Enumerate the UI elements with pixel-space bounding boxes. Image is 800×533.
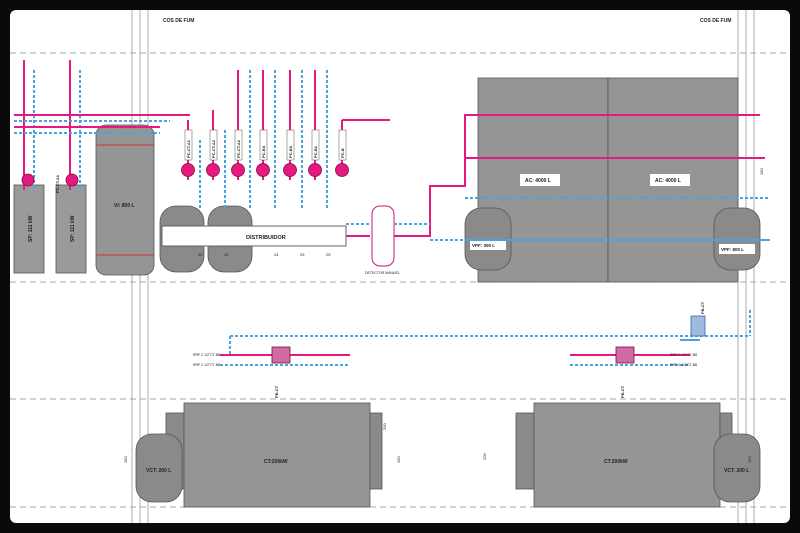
pump-tag-box	[184, 129, 193, 161]
dim-10: 150	[396, 456, 401, 463]
expansion-vessel-right-label: VPF: 800 L	[721, 247, 744, 252]
distributor: DISTRIBUIDOR	[161, 225, 347, 247]
pipe-tag-left-2: RRF 2 1/2"CT-B8	[193, 353, 220, 357]
dim-9: 200	[482, 453, 487, 460]
buffer-tank: VI: 800 L	[95, 124, 155, 276]
pump-tag-box	[209, 129, 218, 161]
dirt-separator: DETECTOR MANUEL	[365, 205, 400, 275]
pump-p1[interactable]: PC-CT.A1	[181, 129, 195, 177]
dim-1: 25	[198, 252, 203, 257]
sp-pump-1-label: PC-CT.A1	[55, 174, 60, 193]
pipe-tag-right-2: RRF 2 1/2"CT-B8	[670, 363, 697, 367]
vessel-1: VCT: 200 L	[135, 433, 183, 503]
boiler-2: CT:200kW	[515, 402, 733, 508]
chiller-2-label: AC: 4000 L	[655, 178, 681, 184]
boiler-pump-top-right[interactable]: PB-CT	[690, 301, 706, 337]
pump-label: PC-CT.A2	[211, 139, 216, 158]
dim-4: 25	[300, 252, 305, 257]
boiler-pump-top-right-label: PB-CT	[700, 301, 705, 314]
distributor-label: DISTRIBUIDOR	[246, 235, 286, 241]
pipe-tag-left-1: RRF 2 1/2"CT-B8	[193, 363, 220, 367]
dim-6: 150	[759, 168, 764, 175]
vessel-2-label: VCT: 200 L	[724, 468, 749, 474]
flue-label-left: COS DE FUM	[163, 18, 194, 24]
pump-symbol	[206, 163, 220, 177]
pump-label: PC-CT.A2	[236, 139, 241, 158]
pump-tag-box	[338, 129, 347, 161]
pump-label: PC-CT.A1	[186, 139, 191, 158]
dim-2: 25	[224, 252, 229, 257]
pump-p5[interactable]: PC-B3	[283, 129, 297, 177]
pump-symbol	[308, 163, 322, 177]
sp-pump-2[interactable]	[65, 173, 79, 187]
heat-exchanger-2-label: SP: 111 kW	[70, 215, 76, 242]
pump-symbol	[283, 163, 297, 177]
pump-symbol	[231, 163, 245, 177]
pump-label: PC-B1	[313, 145, 318, 158]
pipe-tag-right-1: RRF 2 1/2"CT-B8	[670, 353, 697, 357]
pump-tag-box	[286, 129, 295, 161]
pump-p3[interactable]: PC-CT.A2	[231, 129, 245, 177]
boiler-2-label: CT:200kW	[604, 459, 628, 465]
buffer-tank-label: VI: 800 L	[114, 203, 135, 209]
boiler-pump-left-label: PB-CT	[274, 385, 279, 398]
dim-3: 24	[274, 252, 279, 257]
pump-group-top: PC-CT.A1 PC-CT.A2 PC-CT.A2 PC-B4 PC-B3 PC-B1 P…	[181, 129, 349, 177]
pump-p2[interactable]: PC-CT.A2	[206, 129, 220, 177]
pump-tag-box	[259, 129, 268, 161]
dirt-separator-label: DETECTOR MANUEL	[365, 271, 400, 275]
pump-p8[interactable]: PC-B	[335, 129, 349, 177]
flue-label-right: COS DE FUM	[700, 18, 731, 24]
pump-label: PC-B4	[261, 145, 266, 158]
vessel-2: VCT: 200 L	[713, 433, 761, 503]
pump-tag-box	[311, 129, 320, 161]
heat-exchanger-1: SP: 111 kW	[13, 184, 45, 274]
heat-exchanger-2: SP: 111 kW	[55, 184, 87, 274]
expansion-vessel-label: VPF: 300 L	[472, 243, 495, 248]
pump-p4[interactable]: PC-B4	[256, 129, 270, 177]
pump-symbol	[181, 163, 195, 177]
boiler-pump-left[interactable]: PB-CT	[271, 346, 291, 398]
drawing-sheet: COS DE FUM COS DE FUM SP: 111 kW SP: 111…	[10, 10, 790, 523]
pump-p6[interactable]: PC-B1	[308, 129, 322, 177]
dim-7: 150	[123, 456, 128, 463]
pump-tag-box	[234, 129, 243, 161]
heat-exchanger-1-label: SP: 111 kW	[28, 215, 34, 242]
pump-symbol	[335, 163, 349, 177]
boiler-1-label: CT:200kW	[264, 459, 288, 465]
chiller-1-label: AC: 4000 L	[525, 178, 551, 184]
pump-label: PC-B	[340, 148, 345, 158]
dim-8: 200	[382, 423, 387, 430]
sp-pump-1[interactable]: PC-CT.A1	[21, 173, 60, 193]
boiler-1: CT:200kW	[165, 402, 383, 508]
pump-label: PC-B3	[288, 145, 293, 158]
boiler-pump-right-label: PB-CT	[620, 385, 625, 398]
vessel-1-label: VCT: 200 L	[146, 468, 171, 474]
dimensions: 25 25 24 25 25 150 150 200 200 150 150	[123, 168, 764, 463]
dim-11: 150	[747, 456, 752, 463]
dim-5: 25	[326, 252, 331, 257]
pump-symbol	[256, 163, 270, 177]
boiler-pump-right[interactable]: PB-CT	[615, 346, 635, 398]
hydraulic-schematic: COS DE FUM COS DE FUM SP: 111 kW SP: 111…	[10, 10, 790, 523]
